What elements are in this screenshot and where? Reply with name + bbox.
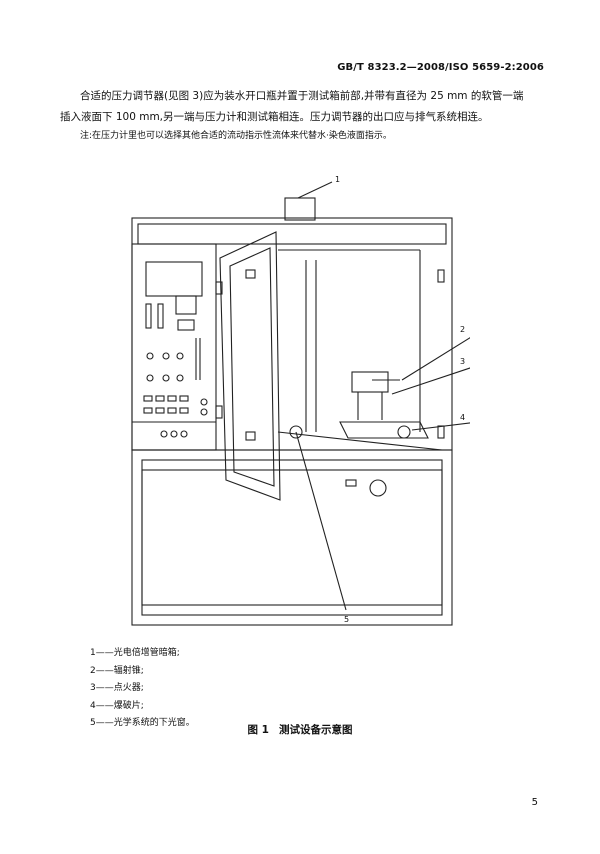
control-panel — [131, 243, 217, 451]
photomultiplier-box — [284, 197, 316, 221]
page-number: 5 — [531, 797, 538, 808]
figure-legend: 1——光电倍增管暗箱; 2——辐射锥; 3——点火器; 4——爆破片; 5——光… — [90, 645, 195, 733]
legend-item: 5——光学系统的下光窗。 — [90, 718, 195, 728]
upper-cabinet — [131, 217, 453, 451]
callout-2: 2 — [460, 325, 465, 334]
body-paragraph: 合适的压力调节器(见图 3)应为装水开口瓶并置于测试箱前部,并带有直径为 25 … — [60, 86, 546, 128]
callout-5: 5 — [344, 615, 349, 624]
legend-item: 4——爆破片; — [90, 700, 144, 711]
specimen-table — [339, 421, 429, 439]
caption-number: 图 1 — [247, 724, 269, 736]
note-text: 注:在压力计里也可以选择其他合适的流动指示性流体来代替水·染色液面指示。 — [80, 131, 392, 141]
legend-item: 1——光电倍增管暗箱; — [90, 648, 180, 658]
lower-cabinet — [131, 449, 453, 626]
apparatus-figure: 1 2 3 4 5 — [131, 175, 470, 626]
chamber-door — [219, 231, 281, 501]
paragraph-line-2: 插入液面下 100 mm,另一端与压力计和测试箱相连。压力调节器的出口应与排气系… — [60, 111, 489, 123]
paragraph-line-1: 合适的压力调节器(见图 3)应为装水开口瓶并置于测试箱前部,并带有直径为 25 … — [80, 90, 524, 102]
callout-3: 3 — [460, 357, 465, 366]
legend-item: 3——点火器; — [90, 683, 144, 693]
radiator-cone — [351, 371, 389, 393]
caption-text: 测试设备示意图 — [278, 724, 353, 736]
figure-caption: 图 1 测试设备示意图 — [0, 722, 600, 737]
callout-4: 4 — [460, 413, 465, 422]
standard-header: GB/T 8323.2—2008/ISO 5659-2:2006 — [337, 62, 544, 73]
lower-optical-window — [289, 425, 303, 439]
callout-1: 1 — [335, 175, 340, 184]
legend-item: 2——辐射锥; — [90, 665, 144, 676]
